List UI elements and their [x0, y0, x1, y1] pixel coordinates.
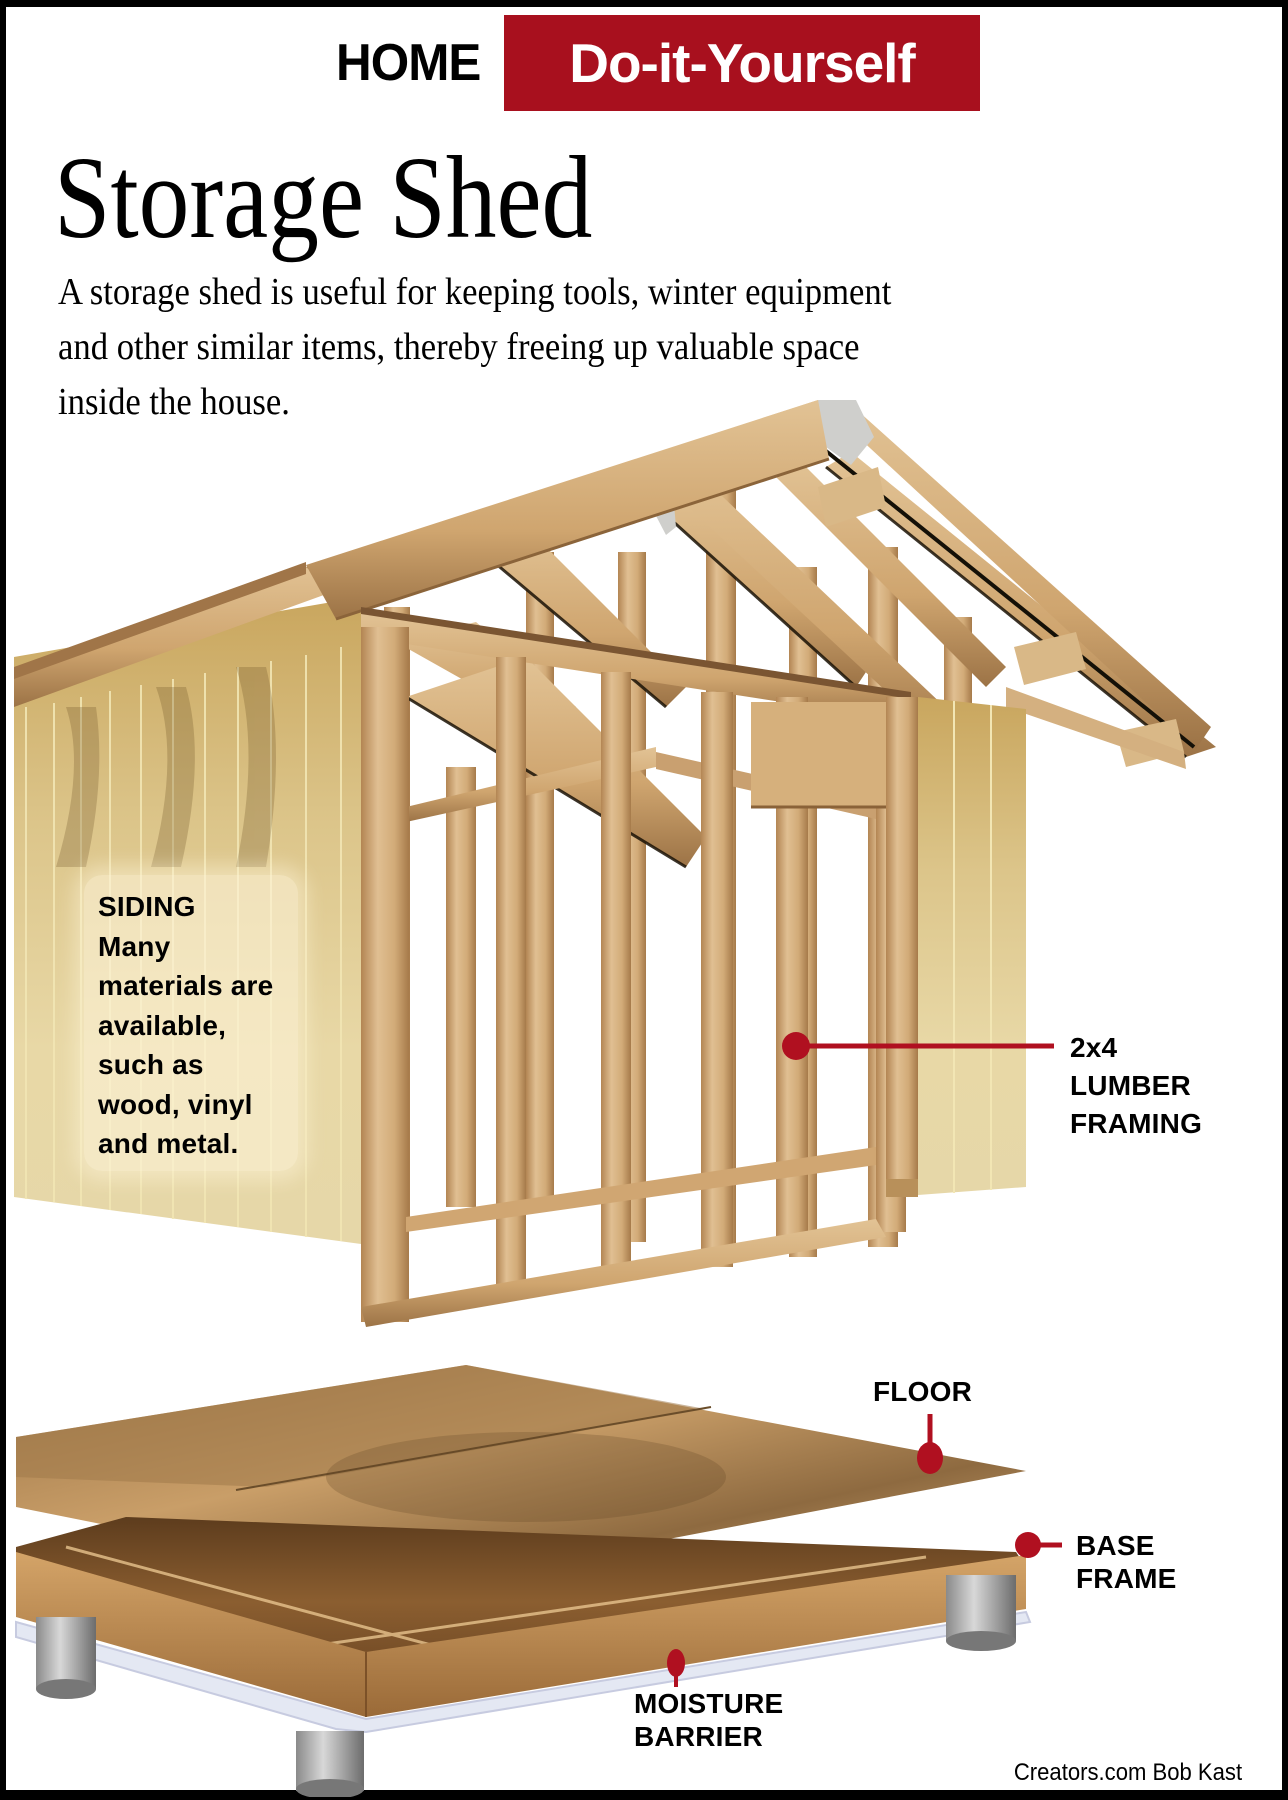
intro-paragraph: A storage shed is useful for keeping too…: [58, 265, 1147, 430]
intro-line: A storage shed is useful for keeping too…: [58, 271, 892, 313]
siding-line: wood, vinyl: [98, 1088, 253, 1120]
intro-line: inside the house.: [58, 381, 290, 423]
framing-callout: 2x4 LUMBER FRAMING: [1070, 1029, 1202, 1143]
siding-line: Many: [98, 930, 171, 962]
framing-line: LUMBER: [1070, 1070, 1191, 1101]
credit-line: Creators.com Bob Kast: [1013, 1759, 1242, 1786]
moisture-barrier-line: MOISTURE: [634, 1688, 784, 1719]
siding-line: such as: [98, 1049, 204, 1080]
siding-heading: SIDING: [98, 891, 196, 922]
floor-callout: FLOOR: [873, 1375, 972, 1408]
shed-illustration: [14, 400, 1216, 1797]
article-title: Storage Shed: [54, 132, 593, 263]
section-label: HOME: [336, 34, 481, 92]
section-banner: Do-it-Yourself: [504, 15, 980, 111]
framing-line: FRAMING: [1070, 1108, 1203, 1139]
moisture-barrier-line: BARRIER: [634, 1721, 763, 1752]
base-frame-callout: BASE FRAME: [1076, 1529, 1177, 1595]
section-header: HOME Do-it-Yourself: [336, 15, 980, 111]
siding-callout-background: [84, 875, 298, 1171]
framing-line: 2x4: [1070, 1032, 1118, 1063]
base-frame-line: BASE: [1076, 1530, 1155, 1561]
siding-line: available,: [98, 1009, 227, 1041]
siding-line: and metal.: [98, 1128, 239, 1159]
siding-line: materials are: [98, 970, 274, 1001]
base-frame-line: FRAME: [1076, 1563, 1177, 1594]
siding-callout: SIDING Many materials are available, suc…: [98, 887, 273, 1164]
intro-line: and other similar items, thereby freeing…: [58, 326, 860, 368]
floor-label: FLOOR: [873, 1376, 972, 1407]
moisture-barrier-callout: MOISTURE BARRIER: [634, 1687, 783, 1753]
